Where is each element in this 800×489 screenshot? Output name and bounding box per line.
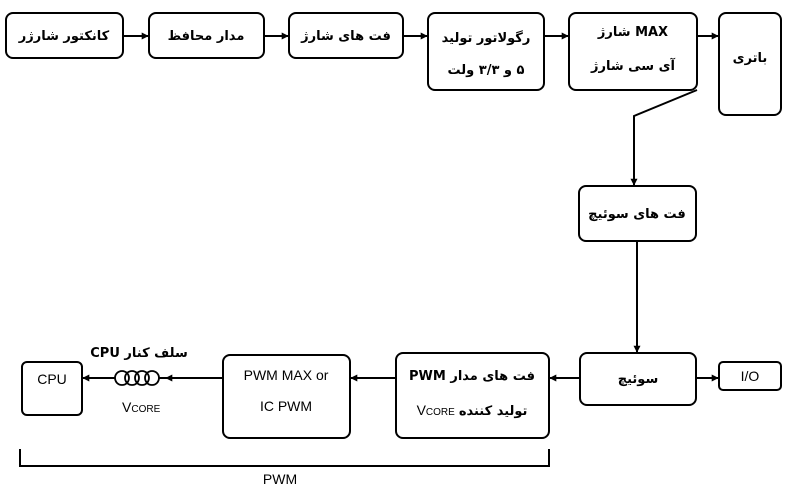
io-label: I/O [741,368,760,384]
charge-ic-block: MAX شارژ آی سی شارژ [568,12,698,91]
switch-fets-block: فت های سوئیچ [578,185,697,242]
coil-label: سلف کنار CPU [90,346,187,361]
regulator-block: رگولاتور تولید ۵ و ۳/۳ ولت [427,12,545,91]
pwm-ic-label-line1: PWM MAX or [244,367,329,383]
charger-connector-label: کانکتور شارژر [18,29,110,44]
battery-block: باتری [718,12,782,116]
charge-fets-label: فت های شارژ [300,29,391,44]
charge-fets-block: فت های شارژ [288,12,404,59]
switch-label: سوئیچ [618,372,659,387]
cpu-block: CPU [21,361,83,416]
pwm-ic-block: PWM MAX or IC PWM [222,354,351,439]
charge-ic-label-line2: آی سی شارژ [590,57,676,74]
regulator-label-line2: ۵ و ۳/۳ ولت [448,63,525,78]
switch-fets-label: فت های سوئیچ [588,207,686,222]
cpu-label: CPU [37,371,67,387]
pwm-bracket [19,449,550,467]
pwm-fets-vcore-v: V [417,402,427,418]
pwm-fets-vcore-sub: CORE [426,407,455,418]
pwm-fets-label-line1: فت های مدار PWM [409,369,535,384]
arrow-charge-ic-to-switch-fets [630,89,698,186]
charge-ic-label-line1: MAX شارژ [597,25,668,40]
protection-circuit-block: مدار محافظ [148,12,265,59]
pwm-fets-label-line2: VCORE تولید کننده [417,402,528,419]
pwm-fets-block: فت های مدار PWM VCORE تولید کننده [395,352,550,439]
io-block: I/O [718,361,782,391]
regulator-label-line1: رگولاتور تولید [442,30,531,46]
charger-connector-block: کانکتور شارژر [5,12,124,59]
inductor-coil [114,370,166,386]
pwm-bracket-label: PWM [263,471,297,487]
pwm-fets-line2-text: تولید کننده [459,404,528,419]
battery-label: باتری [733,51,768,66]
protection-circuit-label: مدار محافظ [168,29,245,44]
switch-block: سوئیچ [579,352,697,406]
coil-vcore-label: VCORE [122,399,161,415]
coil-vcore-sub: CORE [131,404,160,415]
pwm-ic-label-line2: IC PWM [260,398,312,414]
coil-vcore-v: V [122,399,132,415]
